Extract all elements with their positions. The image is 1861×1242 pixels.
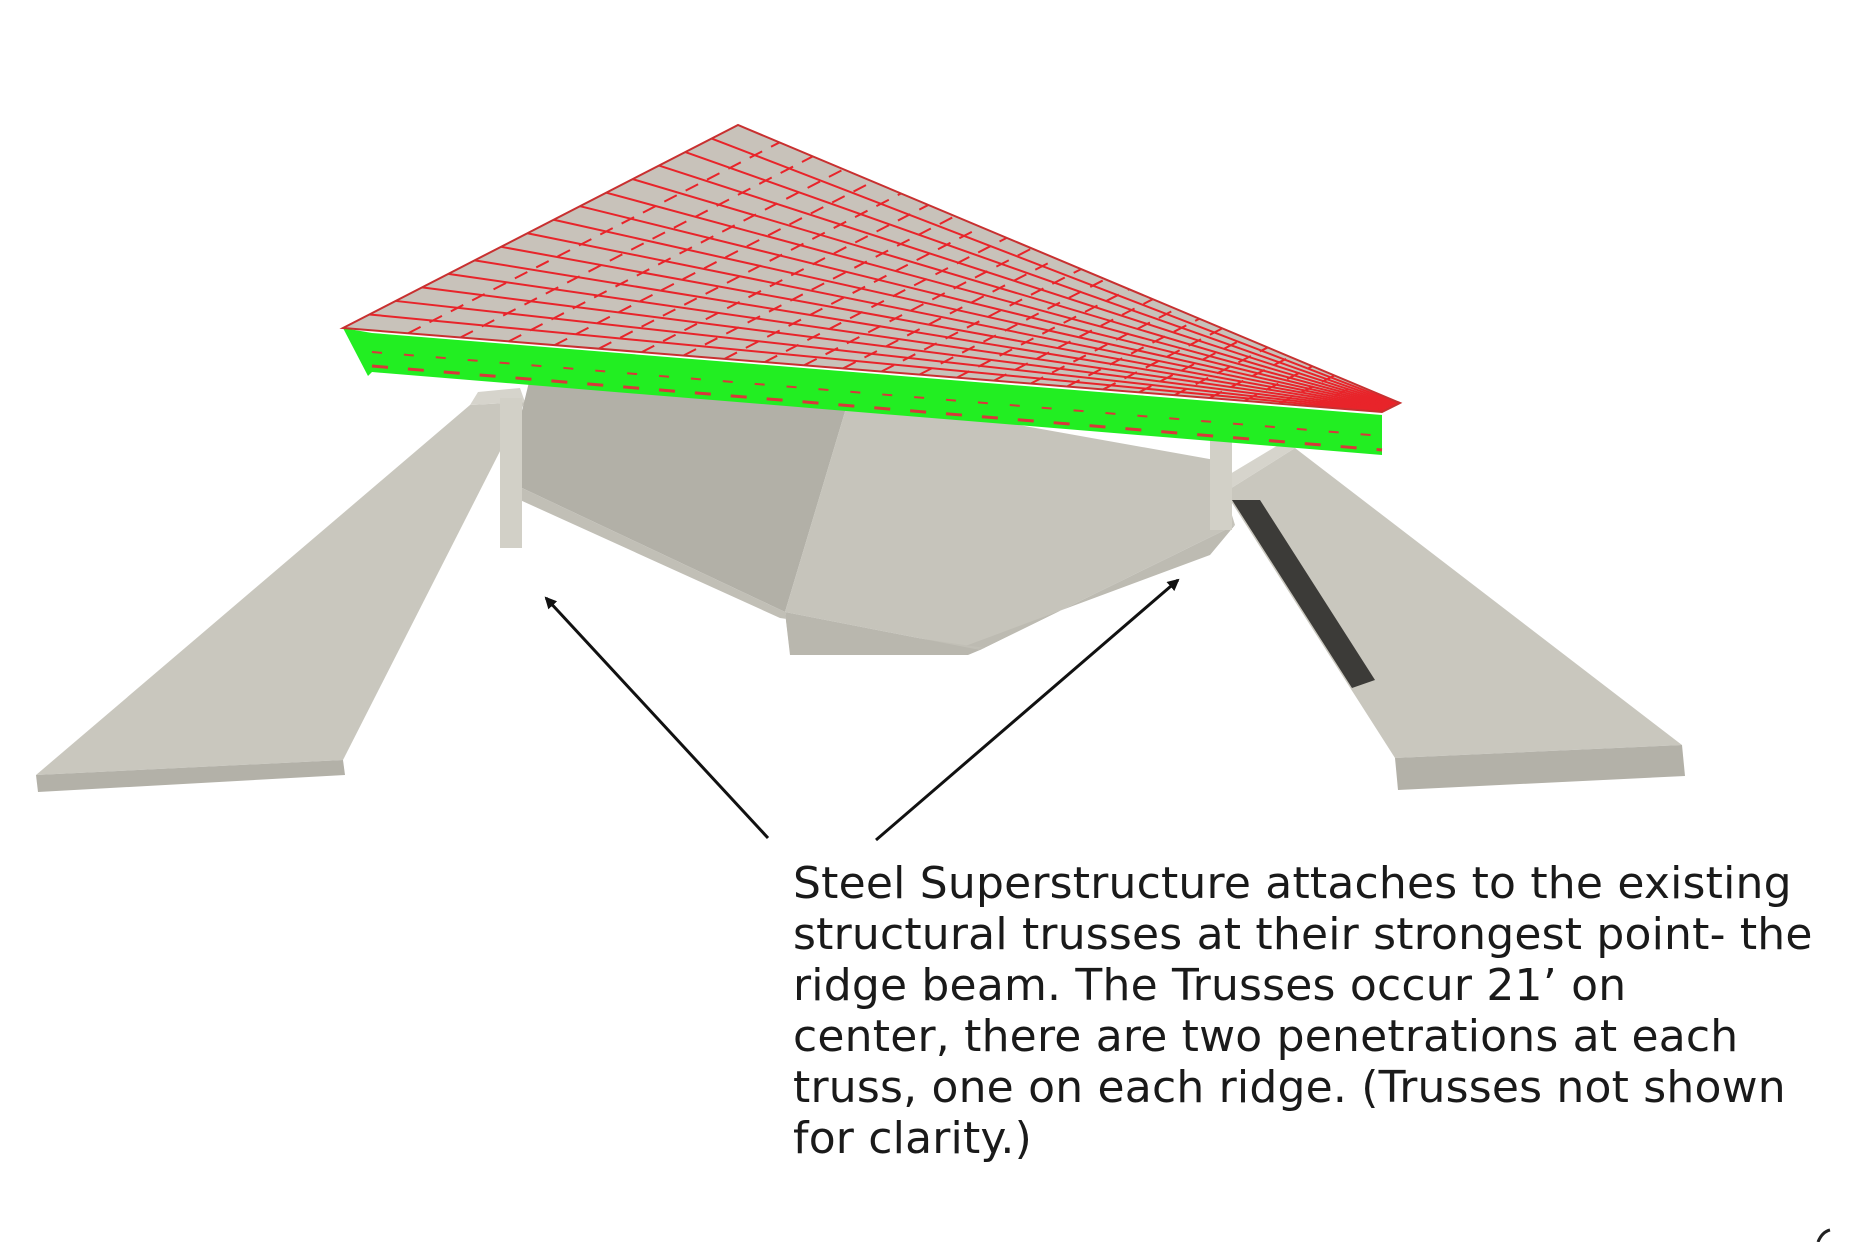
caption-text: Steel Superstructure attaches to the exi… xyxy=(793,858,1859,1164)
central-hopper xyxy=(500,378,1235,655)
deck-grid-long-line xyxy=(527,232,1391,409)
deck-grid-long-line xyxy=(632,178,1396,407)
deck-grid-cross-line xyxy=(918,278,1106,376)
deck-grid-cross-line xyxy=(1347,392,1379,411)
deck-grid-cross-line xyxy=(1209,355,1291,399)
deck-grid-cross-line xyxy=(993,298,1154,382)
deck-grid-cross-line xyxy=(842,257,1058,370)
deck-grid-cross-line xyxy=(683,215,956,357)
deck-grid-cross-line xyxy=(1138,337,1246,394)
caption-line: ridge beam. The Trusses occur 21’ on xyxy=(793,960,1627,1011)
arrow-to-left-ridge-penetration xyxy=(544,596,770,840)
deck-grid-long-line xyxy=(448,272,1387,411)
caption-line: truss, one on each ridge. (Trusses not s… xyxy=(793,1062,1786,1113)
deck-grid-cross-line xyxy=(1244,365,1313,402)
deck-grid-cross-line xyxy=(1173,346,1269,397)
left-ramp-wing xyxy=(36,388,525,792)
deck-grid-lines xyxy=(369,137,1400,412)
deck-grid-cross-line xyxy=(803,247,1033,367)
caption-line: structural trusses at their strongest po… xyxy=(793,909,1813,960)
caption-line: Steel Superstructure attaches to the exi… xyxy=(793,858,1792,909)
caption-line: for clarity.) xyxy=(793,1113,1032,1164)
deck-grid-long-line xyxy=(421,286,1386,412)
deck-grid-cross-line xyxy=(641,204,929,354)
deck-grid-long-line xyxy=(553,218,1392,409)
deck-grid-cross-line xyxy=(881,268,1082,373)
deck-grid-cross-line xyxy=(1278,374,1335,405)
deck-grid-cross-line xyxy=(508,168,845,343)
deck-grid-cross-line xyxy=(1030,308,1177,385)
deck-grid-cross-line xyxy=(724,226,982,360)
pointer-arrows xyxy=(544,578,1180,842)
deck-grid-cross-line xyxy=(598,192,902,350)
deck-grid-cross-line xyxy=(459,155,814,339)
cropped-mark xyxy=(1816,1228,1831,1242)
deck-grid-cross-line xyxy=(554,180,874,347)
caption-line: center, there are two penetrations at ea… xyxy=(793,1011,1739,1062)
deck-grid-cross-line xyxy=(956,288,1130,379)
deck-grid-cross-line xyxy=(1313,383,1357,408)
deck-grid-cross-line xyxy=(1066,317,1200,388)
deck-top-surface xyxy=(339,123,1403,414)
arrow-to-right-ridge-penetration xyxy=(875,578,1180,842)
deck-grid-cross-line xyxy=(764,236,1008,363)
right-ramp-wing xyxy=(1220,438,1685,790)
deck-grid-cross-line xyxy=(407,141,780,335)
deck-edge-band xyxy=(343,328,1383,455)
